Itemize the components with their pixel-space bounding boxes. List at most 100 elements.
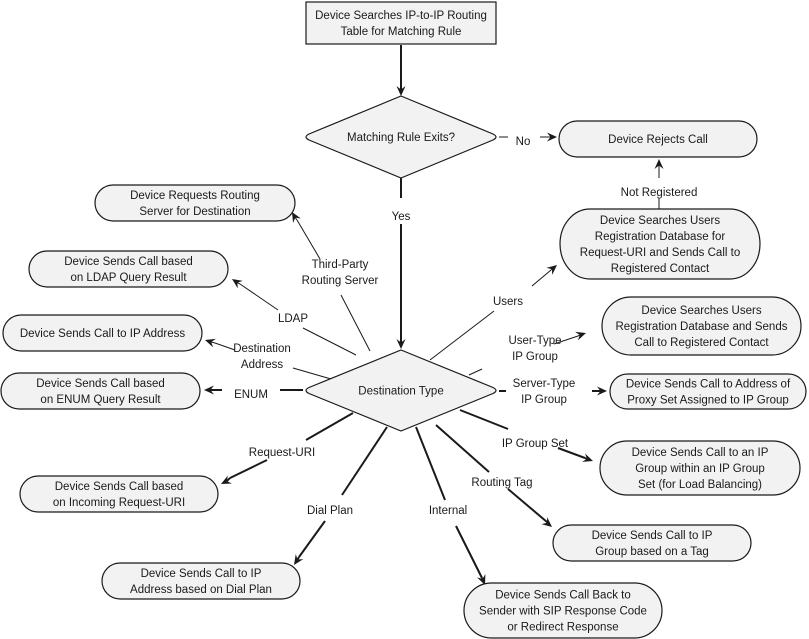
edge-line (298, 520, 326, 558)
node-text-line: Device Sends Call based (36, 378, 165, 390)
edge-line (302, 327, 357, 356)
edge-label-line: Address (241, 359, 283, 371)
node-reject: Device Rejects Call (558, 120, 758, 158)
node-shape (558, 120, 758, 158)
edge-dest-type-to-users-search (429, 265, 557, 361)
node-text-line: Registration Database for (595, 231, 726, 243)
edge-label-line: Third-Party (312, 259, 369, 271)
edge-line (577, 334, 581, 337)
node-text-line: on LDAP Query Result (70, 272, 187, 284)
edge-label-line: Users (493, 296, 523, 308)
edge-line (415, 426, 446, 501)
edge-dest-type-to-routing-server (292, 212, 371, 352)
edge-line (550, 268, 553, 271)
edge-line (553, 335, 579, 345)
node-text-line: Request-URI and Sends Call to (580, 247, 740, 259)
edge-label: IP Group Set (502, 438, 569, 450)
edge-dest-type-to-dial-plan (294, 426, 388, 565)
edge-label-line: Dial Plan (307, 505, 353, 517)
edge-label-line: No (516, 136, 531, 148)
edge-label: Yes (392, 211, 411, 223)
node-text-line: Device Sends Call Back to (495, 590, 631, 602)
edge-dest-type-to-ip-address (205, 338, 332, 380)
node-text-line: Device Sends Call to Address of (626, 379, 791, 391)
edge-dest-type-to-user-type-group (468, 331, 586, 376)
edge-line (296, 556, 300, 561)
node-shape (463, 582, 663, 639)
edge-dest-type-to-ldap-result (232, 279, 357, 356)
edge-line (455, 525, 483, 579)
edge-line (237, 282, 241, 285)
edge-label-line: IP Group Set (502, 438, 569, 450)
arrowhead-icon (654, 159, 664, 169)
node-text-line: Device Sends Call to an IP (632, 447, 769, 459)
node-dest-type: Destination Type (305, 349, 497, 432)
edge-label: Routing Tag (471, 477, 532, 489)
node-shape (552, 524, 752, 562)
edge-label: Dial Plan (307, 505, 353, 517)
edge-label-line: Server-Type (513, 378, 576, 390)
arrowhead-icon (575, 331, 586, 341)
arrowhead-icon (292, 212, 301, 223)
node-text-line: on ENUM Query Result (40, 394, 161, 406)
node-shape (601, 296, 802, 356)
node-shape (305, 349, 497, 432)
edge-line (292, 367, 332, 380)
edge-dest-type-to-ip-group-set (459, 409, 593, 462)
node-text-line: Table for Matching Rule (341, 26, 462, 38)
node-text-line: Set (for Load Balancing) (638, 479, 762, 491)
edge-label: Request-URI (249, 447, 315, 459)
arrowhead-icon (582, 453, 593, 462)
node-text-line: Device Searches Users (600, 215, 720, 227)
node-text-line: Server for Destination (139, 206, 250, 218)
node-text-line: Device Sends Call to IP Address (20, 328, 186, 340)
arrowhead-icon (546, 265, 557, 275)
node-ip-address: Device Sends Call to IP Address (2, 314, 203, 352)
edge-label-line: IP Group (512, 351, 558, 363)
edge-label-line: LDAP (278, 313, 308, 325)
node-text-line: Device Rejects Call (608, 134, 708, 146)
node-text-line: Destination Type (358, 386, 443, 398)
edge-line (211, 341, 216, 344)
edge-dest-type-to-enum-result (204, 385, 303, 395)
arrowhead-icon (396, 86, 406, 96)
node-text-line: Device Searches IP-to-IP Routing (315, 10, 487, 22)
edge-dest-type-to-routing-tag (435, 424, 552, 527)
edge-line (435, 424, 490, 473)
edge-line (557, 447, 586, 459)
arrowhead-icon (597, 386, 607, 396)
node-text-line: Group within an IP Group (635, 463, 765, 475)
arrowhead-icon (232, 279, 243, 289)
arrowhead-icon (221, 475, 232, 484)
edge-line (531, 269, 552, 287)
node-shape (559, 208, 761, 280)
arrowhead-icon (205, 338, 216, 348)
node-text-line: Device Sends Call to IP (141, 568, 262, 580)
arrowhead-icon (204, 385, 214, 395)
arrowhead-icon (477, 573, 486, 585)
node-enum-result: Device Sends Call based on ENUM Query Res… (0, 372, 201, 410)
edge-users-search-to-reject (654, 159, 664, 209)
arrowhead-icon (541, 517, 552, 527)
edge-line (584, 457, 588, 460)
node-shape (0, 372, 201, 410)
node-shape (101, 562, 301, 600)
edge-start-to-match-decision (396, 45, 406, 96)
edge-line (468, 368, 483, 376)
edge-label: Internal (429, 505, 467, 517)
node-shape (305, 95, 497, 179)
edge-label: Users (493, 296, 523, 308)
edge-label-line: Yes (392, 211, 411, 223)
node-text-line: Sender with SIP Response Code (479, 606, 647, 618)
node-text-line: Device Sends Call based (55, 481, 184, 493)
node-shape (19, 475, 219, 513)
